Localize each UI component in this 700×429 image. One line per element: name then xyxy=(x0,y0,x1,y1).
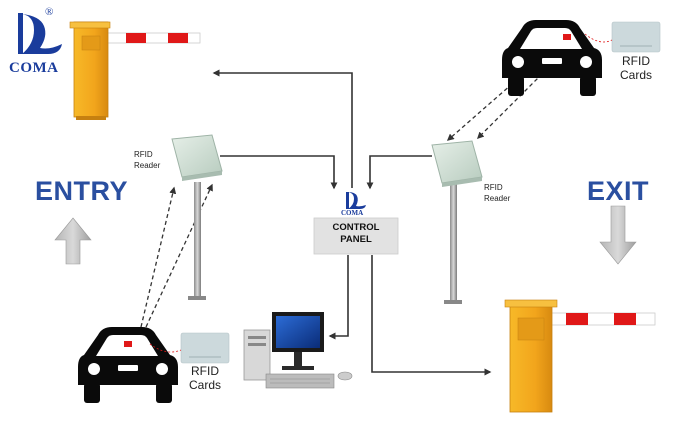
entry-barrier-gate xyxy=(69,21,201,120)
panel-to-exit-gate-line xyxy=(371,255,492,376)
exit-direction-arrow xyxy=(599,205,637,265)
entry-cards-label-line2: Cards xyxy=(188,378,221,392)
exit-rfid-reader xyxy=(431,140,483,304)
entry-rfid-reader xyxy=(171,134,223,300)
control-panel-label: CONTROL PANEL xyxy=(314,222,398,246)
exit-rfid-card-icon xyxy=(584,21,661,53)
entry-direction-arrow xyxy=(54,217,92,265)
connection-lines xyxy=(212,69,492,376)
entry-car-icon xyxy=(78,327,178,403)
exit-cards-label: RFID Cards xyxy=(614,54,658,82)
exit-cards-label-line2: Cards xyxy=(619,68,652,82)
entry-reader-to-panel-line xyxy=(220,155,338,190)
entry-cards-label-line1: RFID xyxy=(191,364,219,378)
entry-reader-label-line2: Reader xyxy=(134,161,161,170)
entry-reader-label: RFID Reader xyxy=(134,149,160,171)
control-panel-box xyxy=(313,192,399,255)
exit-reader-label: RFID Reader xyxy=(484,182,510,204)
panel-to-entry-gate-line xyxy=(212,69,353,188)
entry-label: ENTRY xyxy=(35,176,129,206)
entry-reader-label-line1: RFID xyxy=(134,150,153,159)
control-panel-label-line1: CONTROL xyxy=(332,222,380,233)
entry-cards-label: RFID Cards xyxy=(184,364,226,392)
control-panel-brand: COMA xyxy=(341,209,364,217)
computer-workstation xyxy=(243,312,353,389)
control-panel-label-line2: PANEL xyxy=(340,234,372,245)
exit-car-icon xyxy=(502,20,602,96)
entry-rfid-card-icon xyxy=(149,332,230,364)
registered-mark: ® xyxy=(45,6,54,18)
brand-name: COMA xyxy=(9,60,59,76)
exit-barrier-gate xyxy=(504,299,656,413)
panel-to-computer-line xyxy=(328,255,349,340)
exit-reader-label-line1: RFID xyxy=(484,183,503,192)
exit-label: EXIT xyxy=(587,176,650,206)
coma-logo-icon xyxy=(18,13,62,54)
exit-cards-label-line1: RFID xyxy=(622,54,650,68)
exit-reader-to-panel-line xyxy=(366,155,432,190)
exit-reader-label-line2: Reader xyxy=(484,194,511,203)
